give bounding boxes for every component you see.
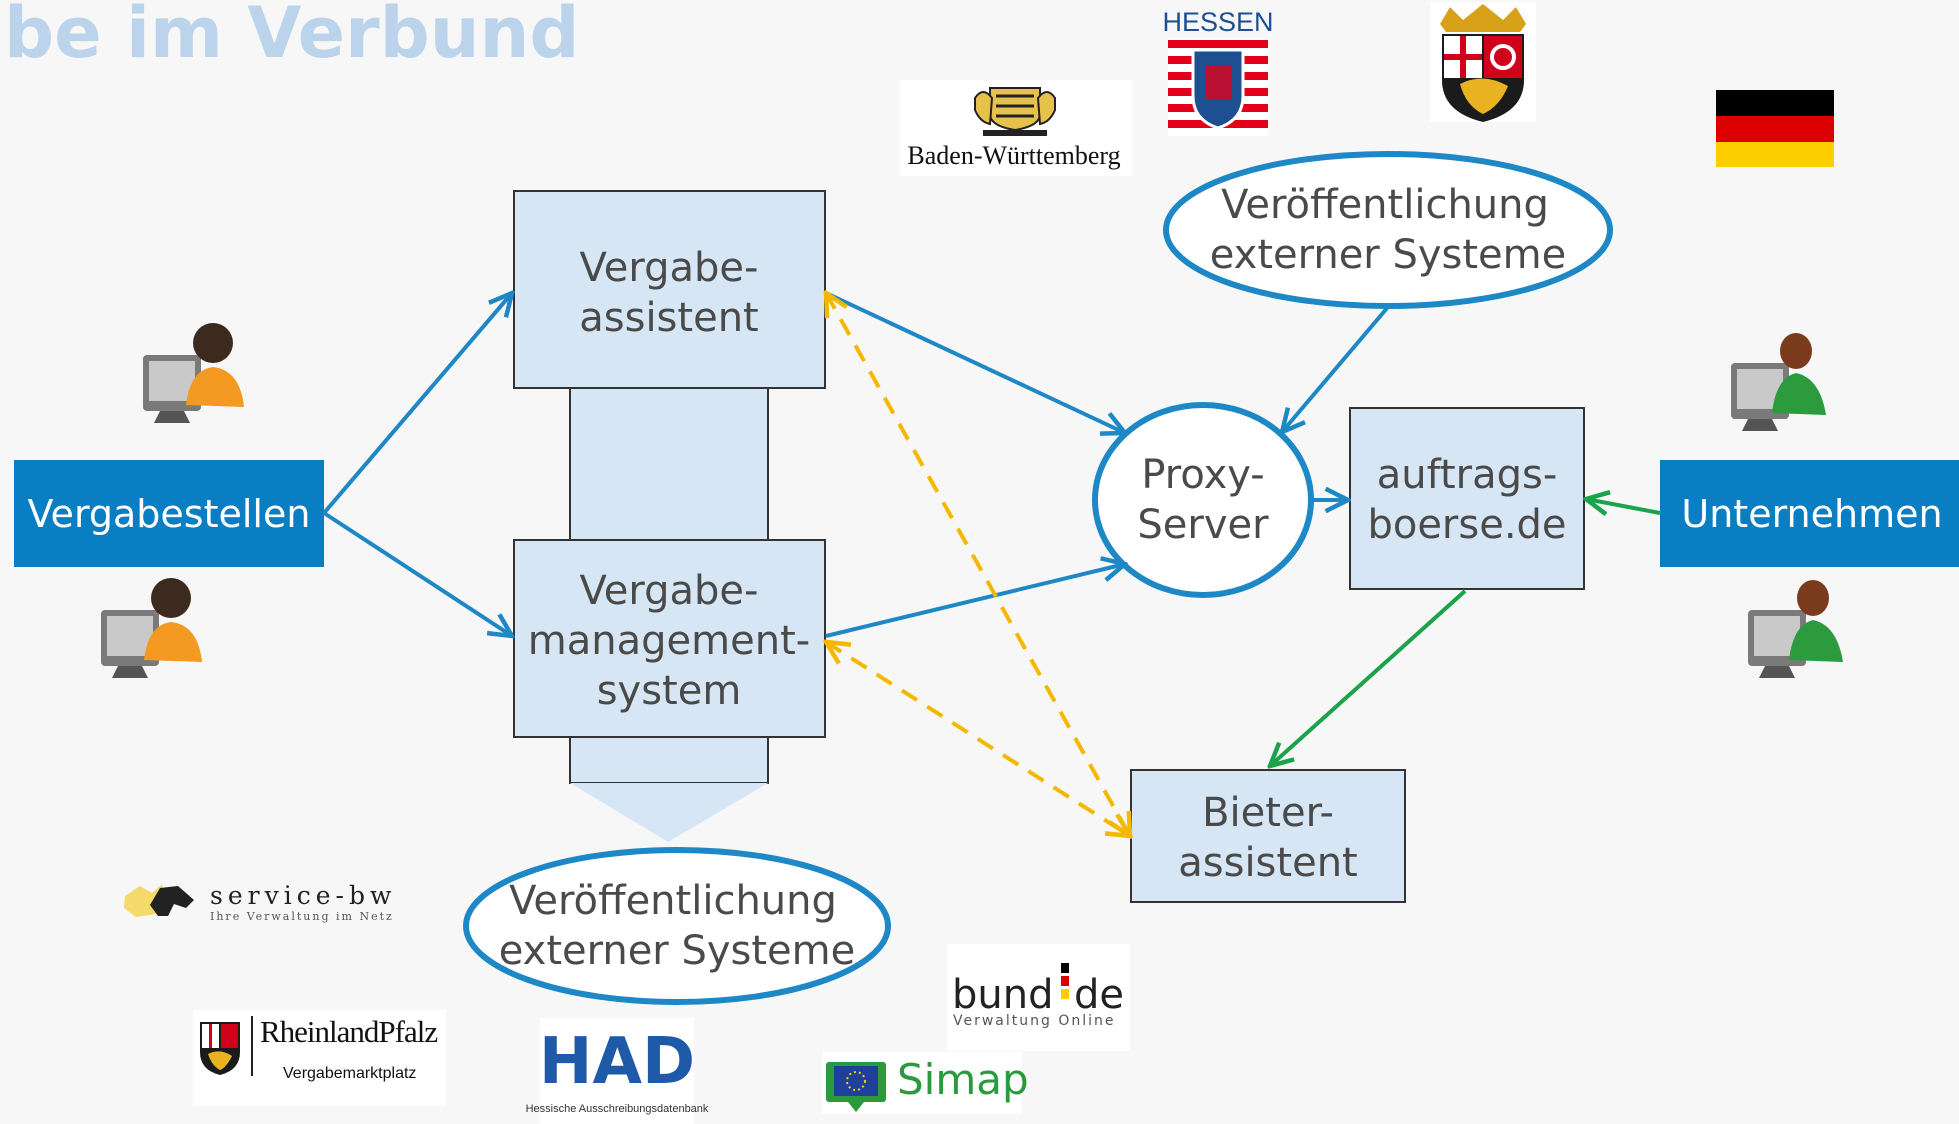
ext-bottom-line2: externer Systeme bbox=[499, 928, 856, 974]
service-bw-subtext: Ihre Verwaltung im Netz bbox=[210, 910, 394, 923]
node-bieterassistent-line2: assistent bbox=[1178, 840, 1357, 886]
user-computer-icon bbox=[143, 323, 244, 423]
node-vms-line1: Vergabe- bbox=[580, 568, 759, 614]
arrow-vms-to-proxy bbox=[825, 564, 1125, 638]
node-proxy-line2: Server bbox=[1137, 502, 1269, 548]
bund-de-text-a: bund bbox=[952, 972, 1053, 1018]
rlp-vergabemarktplatz-logo: RheinlandPfalz Vergabemarktplatz bbox=[193, 1010, 446, 1106]
arrow-ext-to-proxy bbox=[1282, 305, 1390, 432]
arrow-vergabestellen-to-vms bbox=[322, 511, 512, 636]
node-proxy-server: Proxy- Server bbox=[1092, 402, 1314, 598]
rlp-logo-text: RheinlandPfalz bbox=[260, 1014, 437, 1049]
node-proxy-line1: Proxy- bbox=[1141, 452, 1264, 498]
had-logo: HAD Hessische Ausschreibungsdatenbank bbox=[526, 1018, 709, 1124]
rlp-logo-subtext: Vergabemarktplatz bbox=[283, 1065, 416, 1082]
arrow-dashed-assistent-bieter bbox=[826, 293, 1130, 836]
node-vergabeassistent-line2: assistent bbox=[579, 295, 758, 341]
had-logo-text: HAD bbox=[539, 1025, 695, 1099]
ext-top-line2: externer Systeme bbox=[1210, 232, 1567, 278]
node-auftragsboerse: auftrags- boerse.de bbox=[1349, 407, 1585, 590]
actor-vergabestellen: Vergabestellen bbox=[14, 460, 324, 567]
actor-vergabestellen-label: Vergabestellen bbox=[28, 492, 311, 536]
user-computer-icon bbox=[1731, 333, 1826, 431]
service-bw-logo: service-bw Ihre Verwaltung im Netz bbox=[124, 881, 396, 923]
node-vergabeassistent: Vergabe- assistent bbox=[513, 190, 826, 389]
had-logo-subtext: Hessische Ausschreibungsdatenbank bbox=[526, 1103, 709, 1115]
user-computer-icon bbox=[1748, 580, 1843, 678]
node-vergabeassistent-line1: Vergabe- bbox=[580, 245, 759, 291]
node-auftragsboerse-line1: auftrags- bbox=[1377, 452, 1558, 498]
output-chevron-tip bbox=[570, 783, 768, 842]
actor-unternehmen-label: Unternehmen bbox=[1681, 492, 1942, 536]
bund-de-text-b: de bbox=[1074, 972, 1124, 1018]
hessen-logo-text: HESSEN bbox=[1162, 7, 1273, 37]
connector-column bbox=[569, 384, 769, 541]
node-bieterassistent: Bieter- assistent bbox=[1130, 769, 1406, 903]
rlp-coat-of-arms-icon bbox=[1430, 2, 1536, 122]
simap-logo: Simap bbox=[822, 1052, 1029, 1114]
node-vms-line2: management- bbox=[528, 618, 810, 664]
hessen-logo: HESSEN bbox=[1162, 7, 1274, 136]
bw-logo-text: Baden-Württemberg bbox=[907, 141, 1120, 170]
node-auftragsboerse-line2: boerse.de bbox=[1367, 502, 1566, 548]
ext-top-line1: Veröffentlichung bbox=[1221, 182, 1549, 228]
simap-logo-text: Simap bbox=[897, 1055, 1029, 1104]
ext-bottom-line1: Veröffentlichung bbox=[509, 878, 837, 924]
arrow-boerse-to-bieter bbox=[1270, 589, 1467, 766]
node-vms-line3: system bbox=[597, 668, 742, 714]
output-chevron bbox=[569, 735, 769, 784]
bund-de-logo: bund de Verwaltung Online bbox=[947, 944, 1130, 1051]
arrow-vergabestellen-to-assistent bbox=[322, 293, 512, 515]
page-title: be im Verbund bbox=[4, 0, 580, 74]
arrow-unternehmen-to-boerse bbox=[1586, 499, 1661, 513]
node-bieterassistent-line1: Bieter- bbox=[1202, 790, 1334, 836]
arrow-assistent-to-proxy bbox=[825, 291, 1125, 433]
arrow-dashed-vms-bieter bbox=[826, 642, 1130, 836]
node-vergabemanagementsystem: Vergabe- management- system bbox=[513, 539, 826, 738]
bund-de-subtext: Verwaltung Online bbox=[953, 1013, 1116, 1029]
node-external-publication-bottom: Veröffentlichung externer Systeme bbox=[463, 847, 891, 1005]
germany-flag-icon bbox=[1716, 90, 1834, 167]
user-computer-icon bbox=[101, 578, 202, 678]
node-external-publication-top: Veröffentlichung externer Systeme bbox=[1163, 151, 1613, 309]
bw-logo: Baden-Württemberg bbox=[900, 80, 1132, 176]
service-bw-text: service-bw bbox=[210, 881, 396, 910]
actor-unternehmen: Unternehmen bbox=[1660, 460, 1959, 567]
